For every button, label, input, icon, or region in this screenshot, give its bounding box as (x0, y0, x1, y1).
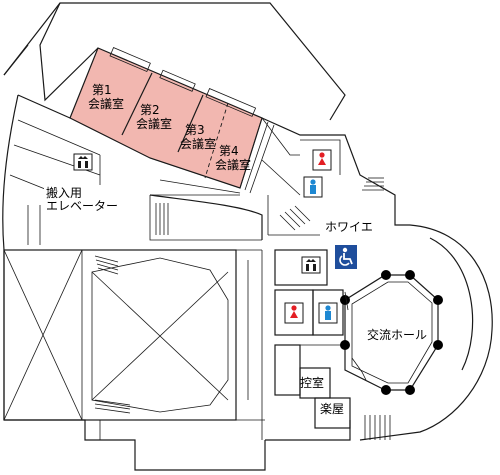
south-east-stair (364, 415, 391, 440)
east-stair (362, 177, 384, 191)
core-wall (149, 194, 263, 240)
meeting-room-2-name: 会議室 (136, 116, 172, 131)
freight-elevator-label-2: エレベーター (46, 199, 118, 213)
service-room (274, 344, 301, 396)
green-room (314, 397, 351, 429)
elevator-icon (73, 153, 93, 171)
green-room-label: 楽屋 (320, 402, 344, 416)
male-restroom (312, 289, 344, 336)
freight-elevator-label-1: 搬入用 (46, 185, 82, 200)
outer-wall-west-curve (2, 94, 19, 420)
elevator-icon (301, 256, 321, 274)
exchange-hall-label: 交流ホール (367, 327, 427, 342)
foyer-label: ホワイエ (325, 220, 373, 234)
waiting-room-label: 控室 (300, 375, 324, 390)
meeting-room-3-name: 会議室 (180, 136, 216, 151)
exchange-hall-outer-wall (359, 224, 493, 441)
wall-diag (17, 119, 101, 156)
freight-elevator-label-bg (44, 199, 118, 213)
central-stair (155, 203, 169, 235)
outer-wall-south (4, 419, 266, 471)
corridor-line (244, 121, 269, 191)
foyer-stair (279, 205, 311, 231)
main-hall-frame (3, 249, 237, 421)
toilet-male-icon (318, 302, 338, 324)
divider-room3-4 (204, 102, 229, 179)
meeting-room-3-num: 第3 (185, 123, 205, 137)
exchange-hall-octagon-inner (351, 281, 433, 384)
divider-room2-3 (177, 94, 204, 153)
corridor-line (149, 157, 241, 189)
room3-partition (205, 88, 257, 117)
core-wall-inner (149, 195, 262, 241)
wheelchair-icon (335, 245, 357, 269)
meeting-room-1-name: 会議室 (88, 96, 124, 111)
exchange-hall-inner-wall (429, 237, 474, 371)
corridor-line (249, 124, 275, 194)
divider-room1-2 (121, 72, 153, 136)
corridor-walls (261, 117, 341, 175)
main-hall-stair-bottom (94, 399, 131, 414)
main-hall-x (3, 249, 83, 421)
corridor-line (261, 159, 301, 196)
toilet-male-icon (303, 176, 323, 198)
elevator-core (274, 249, 328, 286)
toilet-female-icon (284, 302, 304, 324)
corridor-line (239, 117, 263, 189)
outer-wall-north-inner (39, 2, 99, 102)
exchange-hall-columns (340, 270, 443, 395)
room1-partition (109, 47, 151, 73)
corridor-line (159, 179, 241, 194)
toilet-female-icon (312, 149, 332, 171)
exchange-hall-mark (351, 357, 367, 381)
room2-partition (159, 69, 196, 92)
meeting-room-4-num: 第4 (219, 144, 239, 158)
wall-segment (17, 94, 71, 119)
outer-wall-east (261, 117, 410, 226)
meeting-room-1-num: 第1 (92, 83, 112, 97)
meeting-room-2-num: 第2 (140, 103, 160, 117)
main-hall-octagon-x (91, 271, 229, 401)
freight-elevator-label-bg (44, 186, 90, 200)
main-hall-stair-top (94, 255, 119, 275)
wall-segment (3, 44, 29, 76)
outer-wall-south-east (265, 420, 351, 441)
outer-wall-north (3, 2, 346, 121)
main-hall-octagon (91, 257, 229, 413)
exchange-hall-mark (344, 291, 349, 311)
meeting-room-4-name: 会議室 (215, 157, 251, 172)
